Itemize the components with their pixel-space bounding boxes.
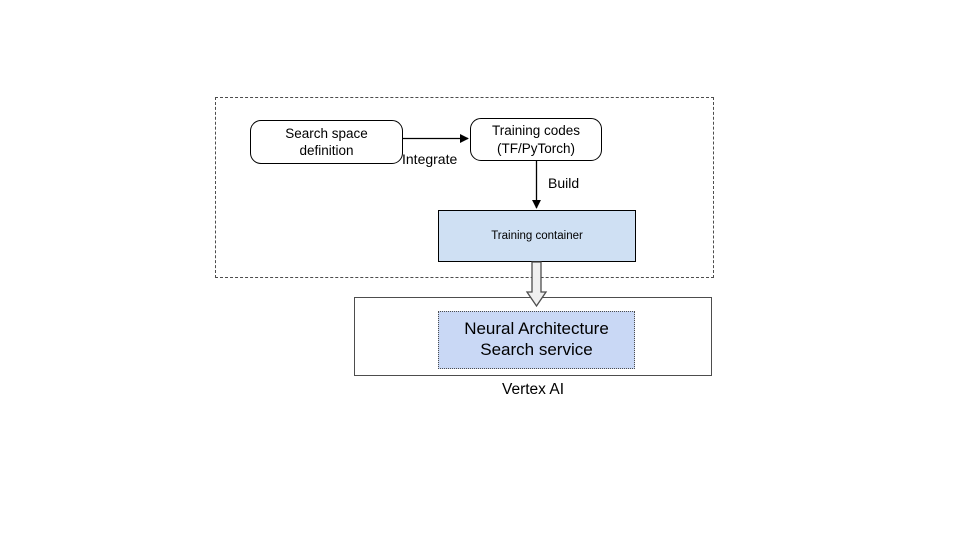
training-container-label: Training container (491, 230, 583, 242)
node-training-codes[interactable]: Training codes (TF/PyTorch) (470, 118, 602, 161)
training-codes-line-1: Training codes (491, 123, 581, 139)
nas-service-line-1: Neural Architecture (464, 319, 609, 339)
build-pipeline-group (215, 97, 714, 278)
vertex-ai-caption: Vertex AI (501, 381, 565, 398)
training-codes-line-2: (TF/PyTorch) (496, 140, 575, 156)
nas-service-line-2: Search service (480, 340, 593, 359)
build-edge-label: Build (548, 175, 580, 191)
search-space-line-2: definition (299, 143, 354, 158)
integrate-edge-label: Integrate (402, 151, 458, 167)
node-neural-architecture-search-service[interactable]: Neural Architecture Search service (438, 311, 635, 369)
node-training-container[interactable]: Training container (438, 210, 636, 262)
node-search-space-definition[interactable]: Search space definition (250, 120, 403, 164)
search-space-line-1: Search space (285, 125, 368, 141)
